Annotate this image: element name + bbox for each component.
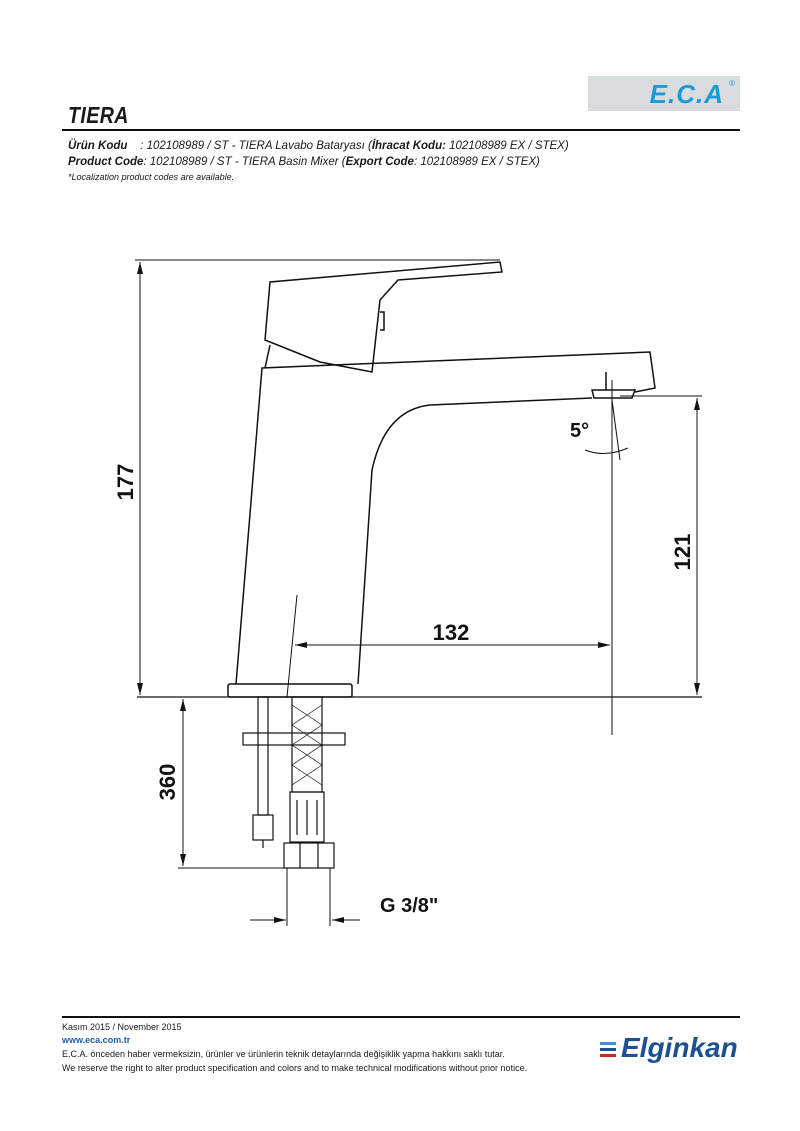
dim-360-label: 360: [155, 764, 180, 801]
logo-mark: ®: [729, 79, 735, 88]
disclaimer-en: We reserve the right to alter product sp…: [62, 1063, 528, 1073]
code-text: : 102108989 / ST - TIERA Lavabo Bataryas…: [127, 140, 372, 152]
dim-132-label: 132: [433, 620, 470, 645]
thread-nut: [283, 842, 335, 869]
center-line: [286, 594, 298, 698]
dim-177-label: 177: [113, 464, 138, 501]
code-label: Ürün Kodu: [68, 140, 128, 152]
faucet-body: [227, 261, 656, 698]
logo-text: E.C.A: [649, 79, 724, 109]
installation-set: [242, 696, 346, 869]
angle-line: [611, 399, 621, 461]
code-text: : 102108989 / ST - TIERA Basin Mixer (: [143, 156, 346, 168]
footer-divider: [62, 1016, 740, 1018]
export-label: İhracat Kodu:: [371, 140, 446, 152]
eca-logo: E.C.A ®: [588, 76, 740, 111]
english-code-line: Product Code: 102108989 / ST - TIERA Bas…: [68, 156, 540, 168]
date: Kasım 2015 / November 2015: [62, 1022, 182, 1032]
product-title: TIERA: [68, 102, 129, 128]
elginkan-stripes-icon: [600, 1039, 616, 1060]
disclaimer-tr: E.C.A. önceden haber vermeksizin, ürünle…: [62, 1049, 505, 1059]
export-label: Export Code: [345, 156, 414, 168]
turkish-code-line: Ürün Kodu : 102108989 / ST - TIERA Lavab…: [68, 140, 569, 152]
brand-text: Elginkan: [621, 1032, 738, 1063]
export-text: 102108989 EX / STEX): [445, 140, 569, 152]
handle: [264, 261, 503, 373]
dim-angle-label: 5°: [570, 420, 589, 442]
code-label: Product Code: [68, 156, 144, 168]
website-link[interactable]: www.eca.com.tr: [62, 1035, 131, 1045]
header-divider: [62, 129, 740, 131]
elginkan-logo: Elginkan: [600, 1032, 738, 1064]
export-text: : 102108989 EX / STEX): [413, 156, 540, 168]
base-plate: [227, 683, 353, 698]
dim-121-label: 121: [670, 534, 695, 571]
localization-note: *Localization product codes are availabl…: [68, 172, 235, 182]
angle-arc: [584, 447, 629, 454]
dim-thread-label: G 3/8": [380, 895, 438, 917]
